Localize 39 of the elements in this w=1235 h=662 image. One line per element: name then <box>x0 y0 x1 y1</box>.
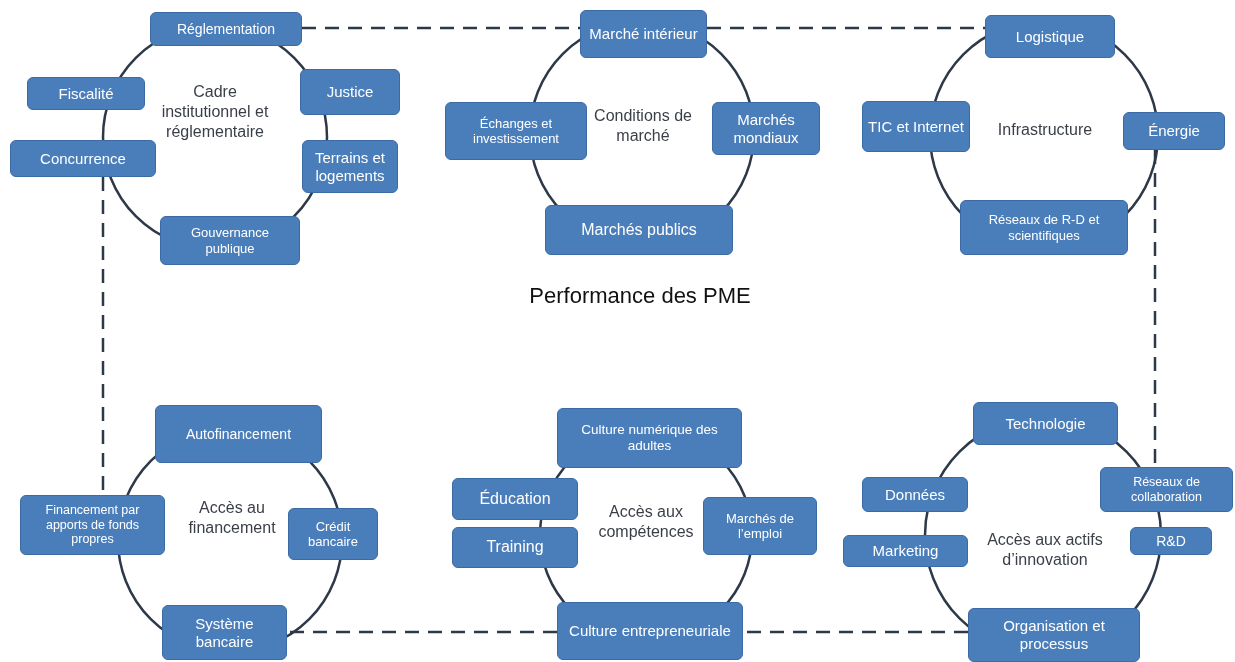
diagram-title: Performance des PME <box>528 283 752 309</box>
factor-box: Fiscalité <box>27 77 145 110</box>
topic-label: Accès au financement <box>187 498 277 538</box>
factor-box: Marché intérieur <box>580 10 707 58</box>
factor-box: Training <box>452 527 578 568</box>
factor-box: Financement par apports de fonds propres <box>20 495 165 555</box>
factor-box: Réseaux de R-D et scientifiques <box>960 200 1128 255</box>
topic-label: Accès aux actifs d’innovation <box>986 530 1104 570</box>
factor-box: Énergie <box>1123 112 1225 150</box>
topic-label: Conditions de marché <box>593 106 693 146</box>
factor-box: Réglementation <box>150 12 302 46</box>
factor-box: TIC et Internet <box>862 101 970 152</box>
factor-box: Réseaux de collaboration <box>1100 467 1233 512</box>
topic-label: Infrastructure <box>996 120 1094 140</box>
factor-box: Marchés de l’emploi <box>703 497 817 555</box>
factor-box: Terrains et logements <box>302 140 398 193</box>
factor-box: Organisation et processus <box>968 608 1140 662</box>
factor-box: Marchés publics <box>545 205 733 255</box>
factor-box: Échanges et investissement <box>445 102 587 160</box>
factor-box: Culture numérique des adultes <box>557 408 742 468</box>
factor-box: Marchés mondiaux <box>712 102 820 155</box>
topic-label: Cadre institutionnel et réglementaire <box>160 82 270 142</box>
factor-box: Données <box>862 477 968 512</box>
factor-box: R&D <box>1130 527 1212 555</box>
factor-box: Justice <box>300 69 400 115</box>
factor-box: Autofinancement <box>155 405 322 463</box>
factor-box: Gouvernance publique <box>160 216 300 265</box>
factor-box: Éducation <box>452 478 578 520</box>
factor-box: Système bancaire <box>162 605 287 660</box>
dashed-connector <box>302 26 580 30</box>
dashed-connector <box>287 630 557 634</box>
factor-box: Logistique <box>985 15 1115 58</box>
topic-label: Accès aux compétences <box>597 502 695 542</box>
factor-box: Concurrence <box>10 140 156 177</box>
dashed-connector <box>707 26 985 30</box>
factor-box: Technologie <box>973 402 1118 445</box>
factor-box: Marketing <box>843 535 968 567</box>
factor-box: Crédit bancaire <box>288 508 378 560</box>
factor-box: Culture entrepreneuriale <box>557 602 743 660</box>
